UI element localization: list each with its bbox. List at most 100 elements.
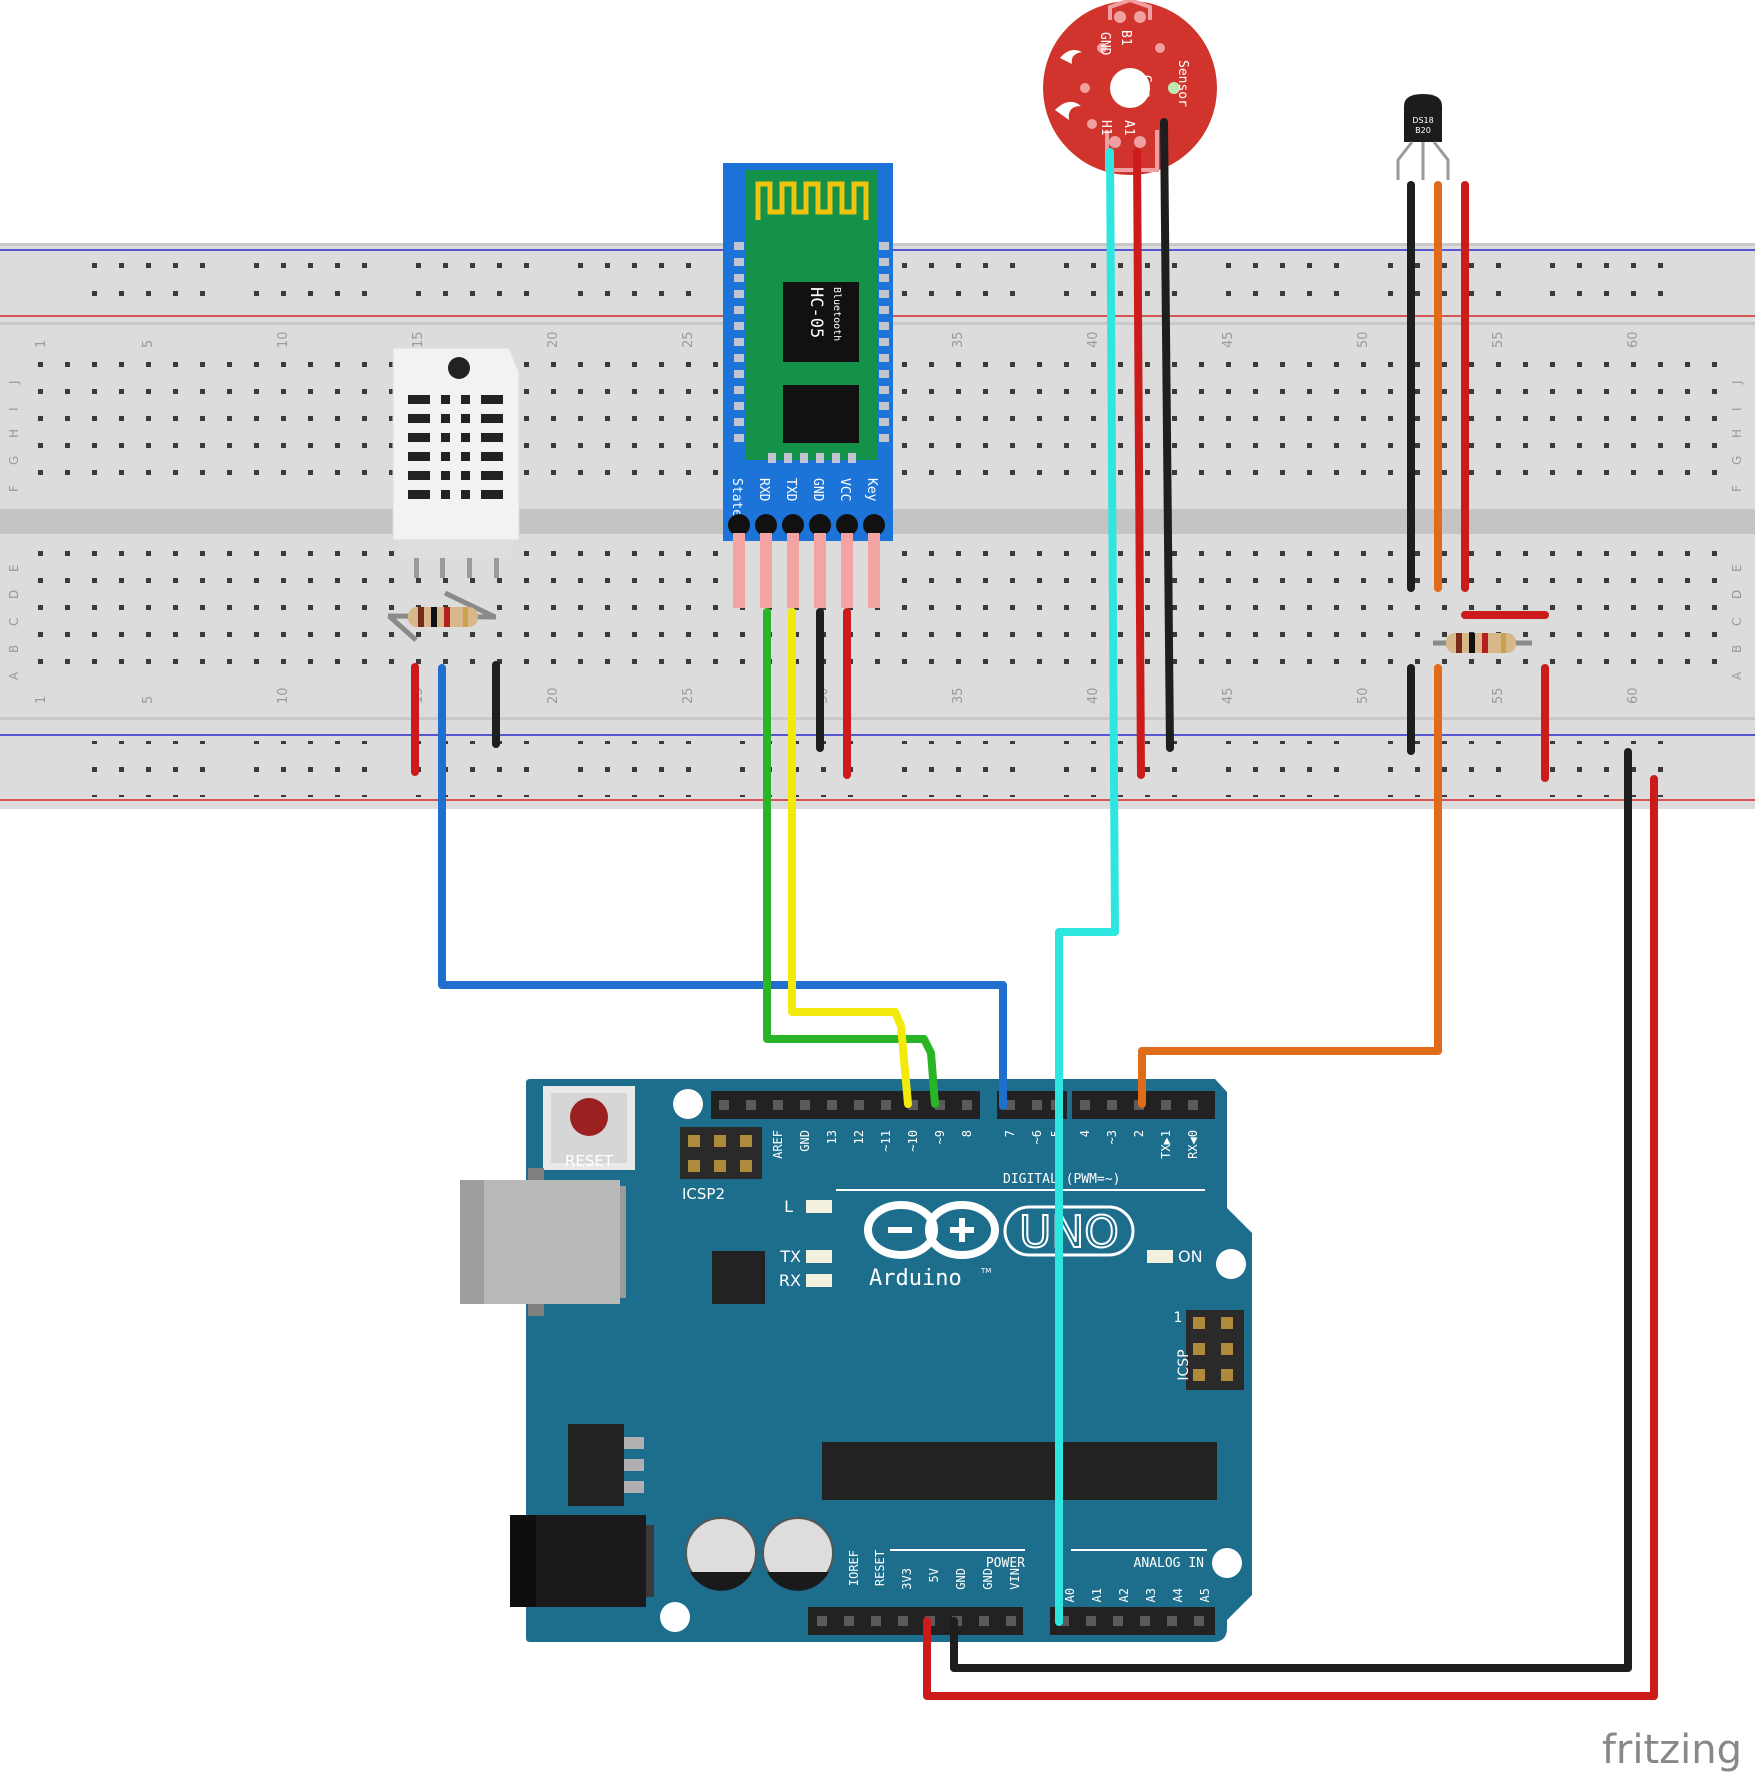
wire-yellow <box>788 608 912 1108</box>
pin-label-11: ~11 <box>879 1130 893 1152</box>
mounting-hole <box>673 1089 703 1119</box>
hc05-bluetooth-module: HC-05 Bluetooth State RXD TXD GND VCC Ke… <box>723 163 893 608</box>
wire-cyan <box>1055 148 1119 1626</box>
row-letter-d-right: D <box>1730 590 1744 599</box>
pin-label-a4: A4 <box>1171 1588 1185 1602</box>
row-letter-c: C <box>7 618 21 626</box>
row-letter-h-right: H <box>1730 429 1744 438</box>
gas-label-h1: H1 <box>1098 120 1113 136</box>
hc05-pin-state: State <box>729 478 744 517</box>
col-number-45: 45 <box>1221 331 1236 348</box>
dc-power-jack <box>510 1515 654 1607</box>
led-l <box>806 1200 832 1213</box>
row-letter-h: H <box>7 429 21 438</box>
led-tx <box>806 1250 832 1263</box>
col-number-1: 1 <box>34 340 49 348</box>
hc05-pin-gnd: GND <box>810 478 825 502</box>
col-number-50-bottom: 50 <box>1356 687 1371 704</box>
pin-label-6: ~6 <box>1030 1130 1044 1144</box>
pin-label-rx0: RX◀0 <box>1186 1130 1200 1159</box>
gas-label-a1: A1 <box>1121 120 1136 136</box>
col-number-20: 20 <box>546 331 561 348</box>
voltage-regulator <box>568 1424 644 1506</box>
wires <box>411 118 1658 1700</box>
led-rx-label: RX <box>779 1271 801 1290</box>
row-letter-e-right: E <box>1730 564 1744 572</box>
col-number-35-bottom: 35 <box>951 687 966 704</box>
pin-label-gnd2: GND <box>981 1568 995 1590</box>
gas-label-gas: Gas <box>1138 75 1153 98</box>
row-letter-g-right: G <box>1730 456 1744 465</box>
row-letter-i: I <box>7 407 21 411</box>
led-l-label: L <box>784 1197 793 1216</box>
pin-label-vin: VIN <box>1008 1568 1022 1590</box>
icsp-pin1-label: 1 <box>1174 1310 1183 1326</box>
dht22-sensor <box>392 347 520 578</box>
col-number-50: 50 <box>1356 331 1371 348</box>
pin-label-3: ~3 <box>1105 1130 1119 1144</box>
pin-label-13: 13 <box>825 1130 839 1144</box>
pin-label-2: 2 <box>1132 1130 1146 1137</box>
pin-label-gnd: GND <box>798 1130 812 1152</box>
pin-label-9: ~9 <box>933 1130 947 1144</box>
col-number-55: 55 <box>1491 331 1506 348</box>
analog-header-label: ANALOG IN <box>1134 1556 1204 1571</box>
arduino-uno-board: RESET ICSP2 L TX RX ON <box>460 1079 1252 1642</box>
col-number-20-bottom: 20 <box>546 687 561 704</box>
pin-label-12: 12 <box>852 1130 866 1144</box>
col-number-25-bottom: 25 <box>681 687 696 704</box>
led-tx-label: TX <box>779 1247 801 1266</box>
hc05-title: HC-05 <box>806 287 826 338</box>
arduino-brand: Arduino <box>869 1266 962 1291</box>
row-letter-e: E <box>7 564 21 572</box>
resistor <box>387 590 497 642</box>
pin-label-aref: AREF <box>771 1130 785 1159</box>
row-letter-j: J <box>7 380 21 385</box>
row-letter-c-right: C <box>1730 618 1744 626</box>
hc05-subtitle: Bluetooth <box>831 287 842 341</box>
col-number-15: 15 <box>411 331 426 348</box>
col-number-5: 5 <box>141 340 156 348</box>
wire-red <box>1133 148 1145 779</box>
row-letter-a: A <box>7 671 21 680</box>
gas-sensor-board: B1 GND Gas Sensor H1 A1 <box>1043 0 1217 175</box>
pin-label-3v3: 3V3 <box>900 1568 914 1590</box>
reset-button[interactable] <box>543 1086 635 1170</box>
row-letter-d: D <box>7 590 21 599</box>
mounting-hole <box>1216 1249 1246 1279</box>
row-letter-f-right: F <box>1730 485 1744 492</box>
arduino-logo: UNO <box>864 1201 1135 1259</box>
resistor <box>1433 633 1532 653</box>
row-letter-b-right: B <box>1730 645 1744 653</box>
row-letter-i-right: I <box>1730 407 1744 411</box>
atmega-chip <box>822 1442 1217 1500</box>
col-number-5-bottom: 5 <box>141 696 156 704</box>
analog-header <box>1050 1607 1215 1635</box>
pin-label-gnd1: GND <box>954 1568 968 1590</box>
wire-green <box>763 608 939 1108</box>
hc05-pin-txd: TXD <box>783 478 798 502</box>
reset-label: RESET <box>565 1152 614 1170</box>
power-header-label: POWER <box>986 1556 1025 1571</box>
wire-orange <box>1138 664 1442 1108</box>
usb-connector <box>460 1168 626 1316</box>
pin-label-reset: RESET <box>873 1550 887 1586</box>
pin-label-7: 7 <box>1003 1130 1017 1137</box>
pin-label-5v: 5V <box>927 1568 941 1582</box>
wire-blue <box>438 664 1007 1110</box>
capacitor <box>685 1517 757 1591</box>
pin-label-4: 4 <box>1078 1130 1092 1137</box>
trademark: TM <box>980 1267 991 1275</box>
col-number-10-bottom: 10 <box>276 687 291 704</box>
icsp-label: ICSP <box>1176 1349 1192 1380</box>
pin-label-a5: A5 <box>1198 1588 1212 1602</box>
gas-label-b1: B1 <box>1118 30 1133 46</box>
pin-label-a1: A1 <box>1090 1588 1104 1602</box>
usb-chip <box>712 1251 765 1304</box>
pin-label-ioref: IOREF <box>847 1550 861 1586</box>
col-number-45-bottom: 45 <box>1221 687 1236 704</box>
col-number-40: 40 <box>1086 331 1101 348</box>
row-letter-j-right: J <box>1730 380 1744 385</box>
pin-label-10: ~10 <box>906 1130 920 1152</box>
